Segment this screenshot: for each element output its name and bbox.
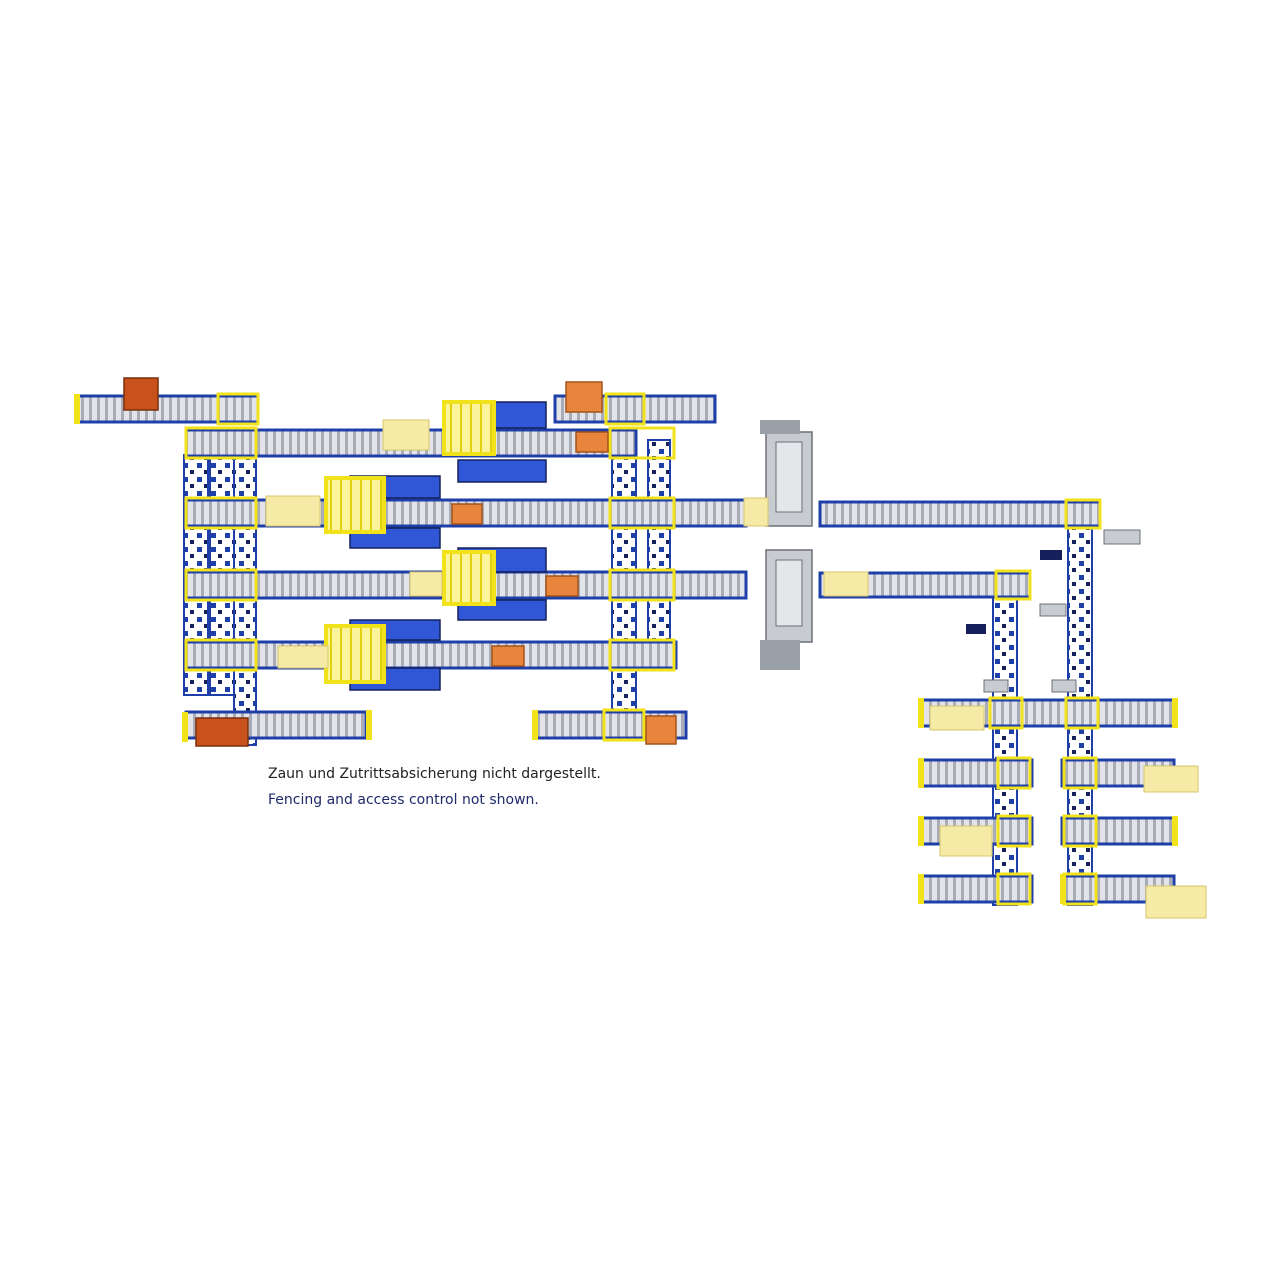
- grey-processing-machines: [760, 420, 813, 670]
- transfer-stations: [184, 392, 1102, 906]
- caption-german: Zaun und Zutrittsabsicherung nicht darge…: [268, 766, 601, 782]
- labeling-robots: [966, 529, 1141, 693]
- caption-english: Fencing and access control not shown.: [268, 792, 539, 808]
- stretch-wrapper-units: [324, 400, 547, 691]
- end-stop-markers: [74, 394, 1178, 904]
- empty-pallets: [123, 377, 677, 747]
- wrapped-load-units: [265, 419, 1207, 919]
